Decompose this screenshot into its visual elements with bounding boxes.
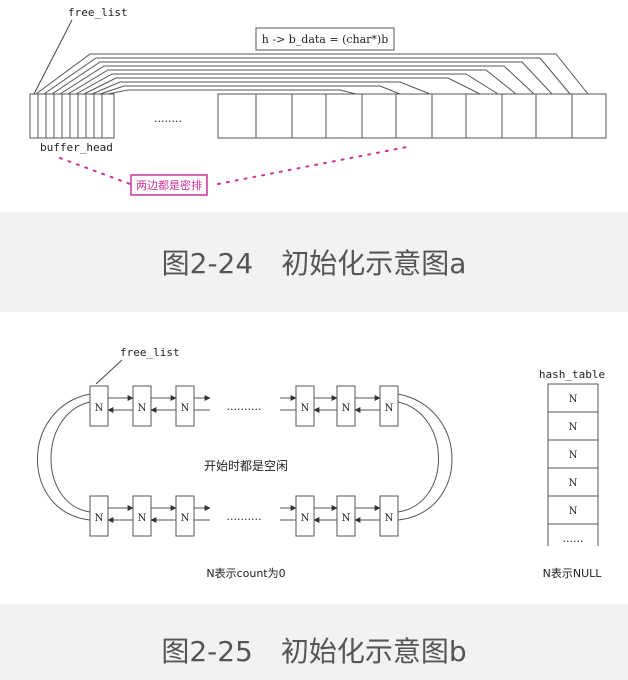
callout-dots-left: [59, 157, 131, 185]
node-label: N: [181, 403, 190, 414]
data-block-strip: [217, 93, 607, 139]
ellipsis-top: ..........: [227, 400, 262, 413]
node-label: N: [342, 403, 351, 414]
hash-cell: N: [569, 450, 578, 461]
callout-box: [130, 174, 208, 196]
hash-ellipsis: ......: [563, 532, 584, 545]
node-label: N: [181, 513, 190, 524]
hash-table-label: hash_table: [539, 368, 605, 381]
node-box: [132, 385, 152, 427]
node-label: N: [95, 513, 104, 524]
count-note: N表示count为0: [206, 566, 285, 580]
loop-arc-right: [397, 393, 453, 521]
caption-band-b: [0, 604, 628, 680]
free-list-label-b: free_list: [120, 346, 180, 359]
figure-b: free_list N N N .......... N: [37, 346, 605, 580]
node-label: N: [385, 513, 394, 524]
node-label: N: [301, 403, 310, 414]
node-box: [132, 495, 152, 537]
pointer-arcs: [35, 53, 589, 95]
buffer-head-strip: [29, 93, 115, 139]
caption-a: 图2-24 初始化示意图a: [161, 247, 467, 280]
node-label: N: [138, 403, 147, 414]
center-text: 开始时都是空闲: [204, 459, 288, 473]
node-box: [89, 385, 109, 427]
node-box: [295, 385, 315, 427]
hash-cell: N: [569, 422, 578, 433]
hash-cell: N: [569, 478, 578, 489]
ellipsis-a: ........: [154, 112, 182, 125]
formula-box: [255, 27, 395, 51]
node-label: N: [385, 403, 394, 414]
hash-table: [547, 383, 599, 546]
ellipsis-bottom: ..........: [227, 510, 262, 523]
node-box: [295, 495, 315, 537]
node-box: [336, 385, 356, 427]
node-label: N: [138, 513, 147, 524]
free-list-pointer-a: [33, 19, 73, 95]
node-box: [336, 495, 356, 537]
node-box: [379, 495, 399, 537]
free-list-label-a: free_list: [68, 6, 128, 19]
node-box: [175, 385, 195, 427]
loop-arc-left-inner: [50, 401, 91, 513]
node-box: [175, 495, 195, 537]
loop-arc-right-inner: [397, 401, 439, 513]
node-label: N: [95, 403, 104, 414]
hash-note: N表示NULL: [543, 566, 603, 580]
caption-b: 图2-25 初始化示意图b: [161, 635, 467, 668]
formula-text: h -> b_data = (char*)b: [262, 33, 389, 46]
node-box: [89, 495, 109, 537]
callout-text: 两边都是密排: [136, 178, 202, 192]
figure-a: free_list h -> b_data = (char*)b: [29, 6, 607, 196]
buffer-head-label: buffer_head: [40, 141, 113, 154]
node-label: N: [342, 513, 351, 524]
node-box: [379, 385, 399, 427]
loop-arc-left: [37, 393, 91, 521]
node-row-top: N N N .......... N N N: [89, 385, 399, 427]
node-label: N: [301, 513, 310, 524]
caption-band-a: [0, 212, 628, 312]
node-row-bottom: N N N .......... N N N: [89, 495, 399, 537]
hash-cell: N: [569, 506, 578, 517]
free-list-pointer-b: [95, 359, 123, 385]
callout-dots-right: [217, 145, 413, 185]
hash-cell: N: [569, 394, 578, 405]
